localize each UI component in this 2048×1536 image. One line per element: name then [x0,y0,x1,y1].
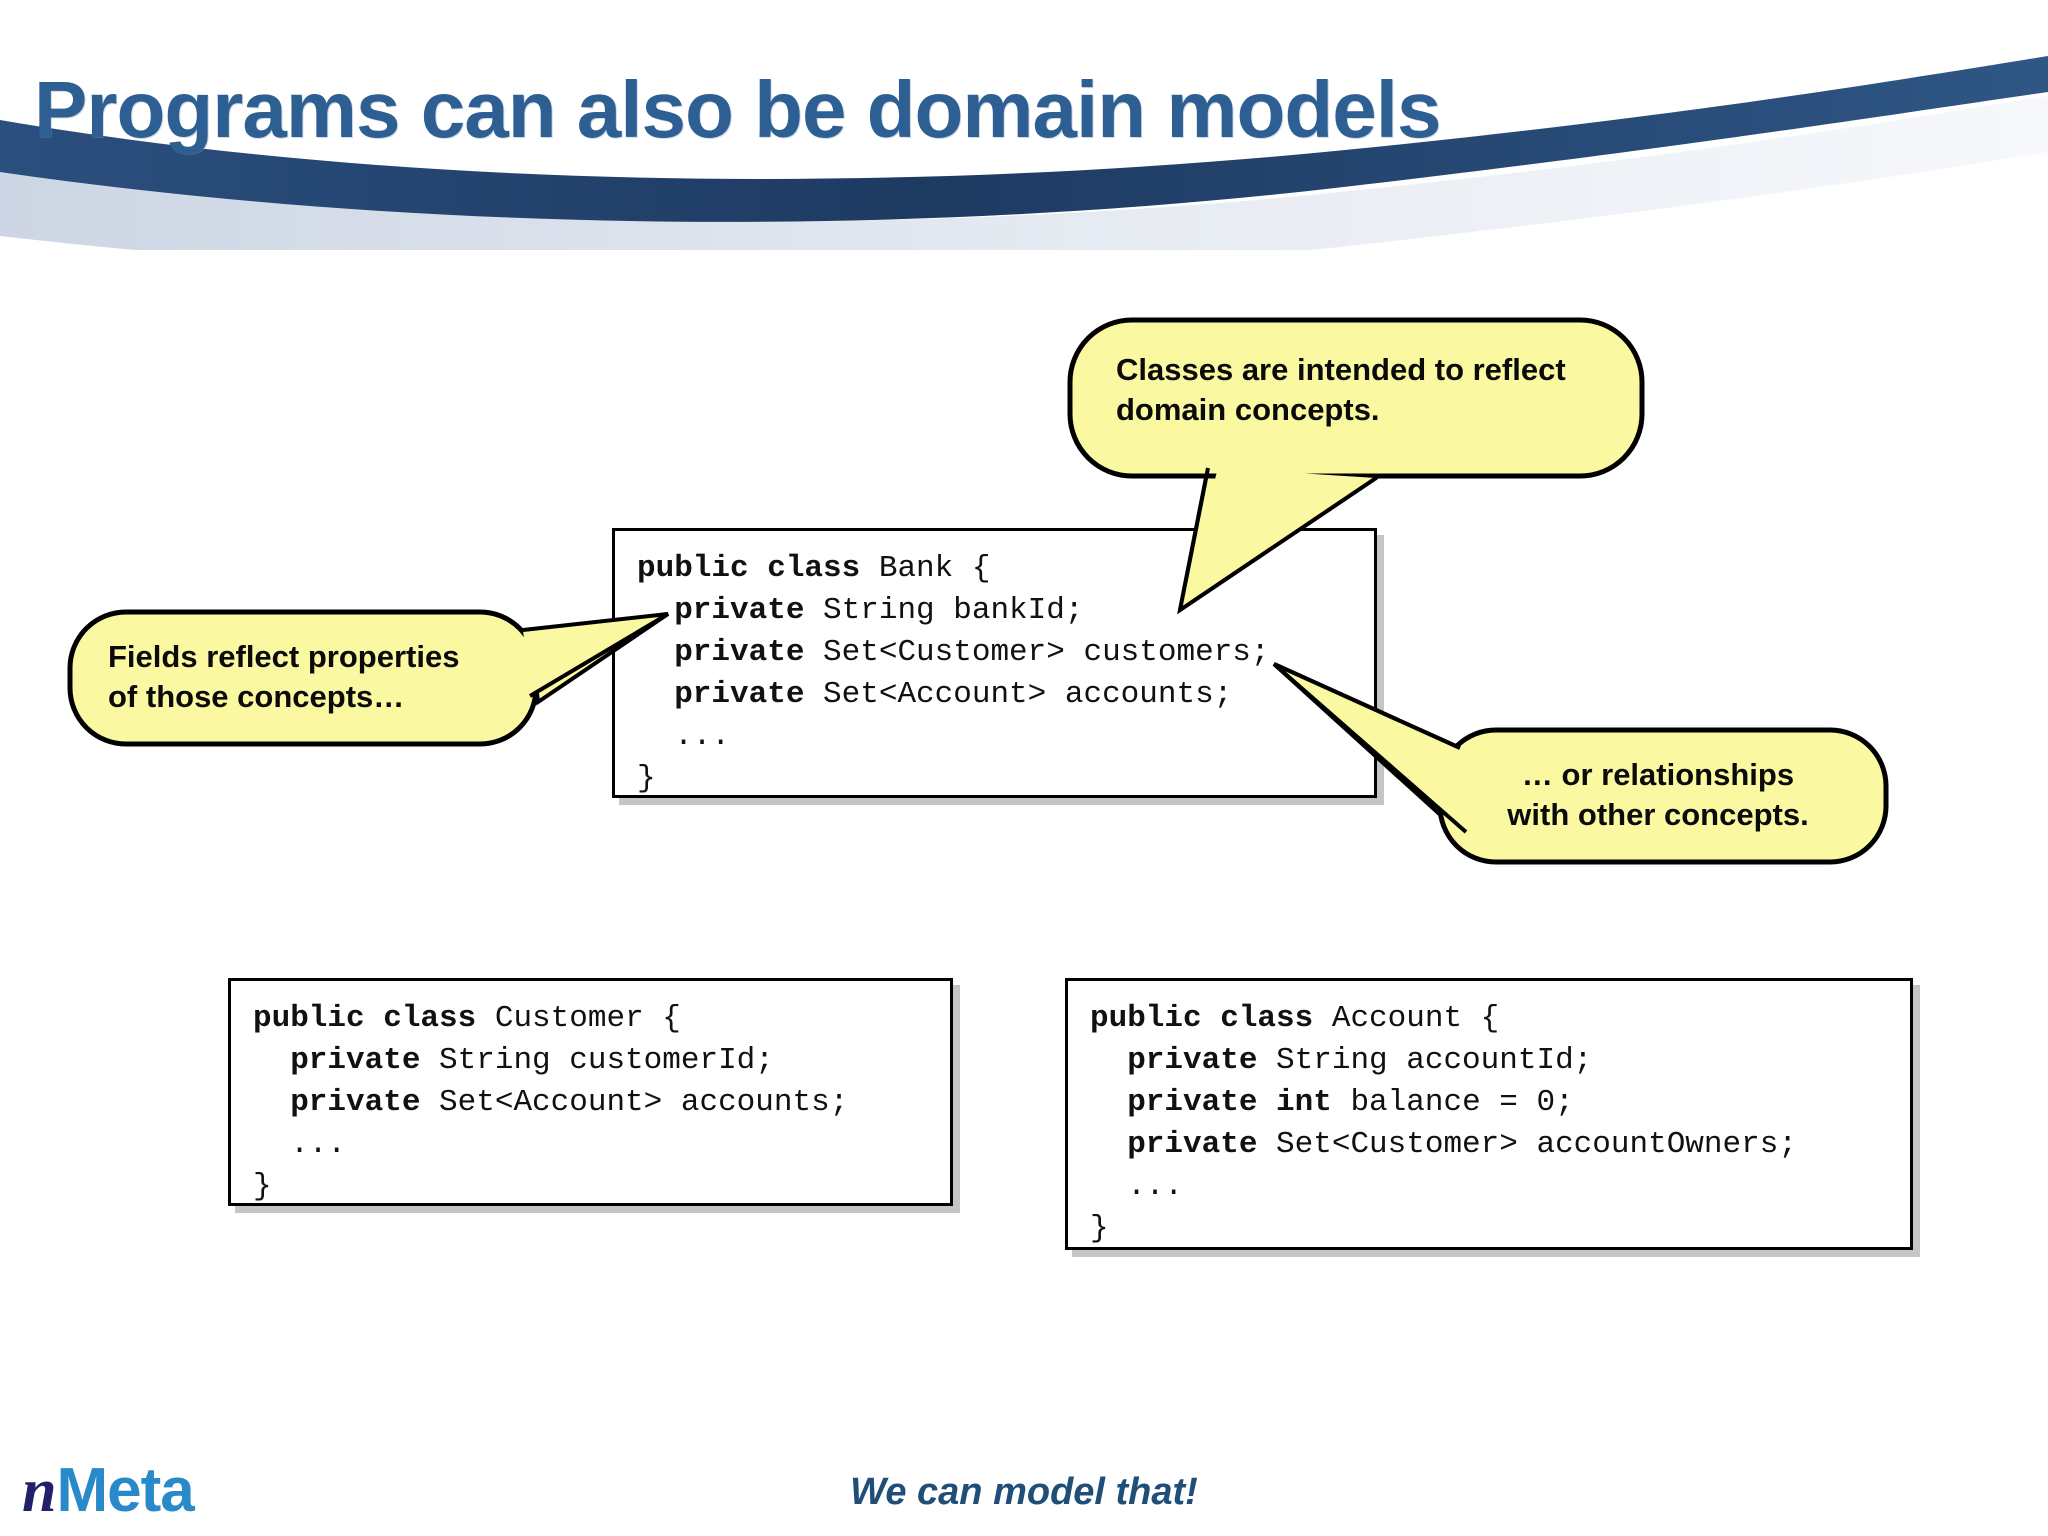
code-line: } [1090,1213,1892,1255]
code-text: String accountId; [1276,1043,1593,1078]
code-keyword: private [637,593,824,628]
code-text: } [637,761,656,796]
callout-relationships-shape [1272,662,1889,865]
code-text: Bank { [878,551,991,586]
code-line: ... [637,721,1356,763]
callout-classes-reflect-domain: Classes are intended to reflect domain c… [1067,317,1688,615]
code-line: private Set<Customer> accountOwners; [1090,1129,1892,1171]
callout-fields-reflect-properties: Fields reflect properties of those conce… [67,609,670,750]
code-line: private String customerId; [253,1045,932,1087]
code-line: ... [253,1129,932,1171]
code-text: Customer { [494,1001,681,1036]
code-text: } [253,1169,272,1204]
code-keyword: private [637,635,824,670]
page-title: Programs can also be domain models [34,64,1441,154]
code-box-bank: public class Bank { private String bankI… [612,528,1377,798]
code-text: String customerId; [439,1043,774,1078]
code-box-customer: public class Customer { private String c… [228,978,953,1206]
callout-classes-label: Classes are intended to reflect domain c… [1116,352,1566,428]
code-text: String bankId; [823,593,1084,628]
code-line: ... [1090,1171,1892,1213]
logo-n-letter: n [22,1457,57,1525]
callout-relationships-label: … or relationships with other concepts. [1507,757,1809,833]
code-line: private Set<Customer> customers; [637,637,1356,679]
code-box-account: public class Account { private String ac… [1065,978,1913,1250]
code-line: private Set<Account> accounts; [637,679,1356,721]
code-line: public class Bank { [637,553,1356,595]
code-keyword: private [637,677,824,712]
nmeta-logo: nMeta [22,1457,195,1525]
code-line: private String bankId; [637,595,1356,637]
code-keyword: private int [1090,1085,1351,1120]
code-line: public class Customer { [253,1003,932,1045]
code-text: Set<Account> accounts; [823,677,1233,712]
footer-tagline: We can model that! [850,1471,1198,1513]
code-text: Set<Account> accounts; [439,1085,849,1120]
code-text: ... [1090,1169,1184,1204]
callout-classes-shape [1067,317,1645,615]
code-keyword: public class [1090,1001,1332,1036]
code-keyword: private [253,1085,440,1120]
code-line: } [253,1171,932,1213]
callout-relationships-other-concepts: … or relationships with other concepts. [1272,662,1889,865]
code-keyword: private [1090,1043,1277,1078]
code-line: private String accountId; [1090,1045,1892,1087]
code-line: private int balance = 0; [1090,1087,1892,1129]
code-line: public class Account { [1090,1003,1892,1045]
logo-meta-word: Meta [56,1456,194,1525]
code-keyword: private [253,1043,440,1078]
code-keyword: public class [253,1001,495,1036]
callout-fields-shape [67,609,670,747]
callout-fields-label: Fields reflect properties of those conce… [108,639,460,715]
code-text: Set<Customer> accountOwners; [1276,1127,1797,1162]
code-text: } [1090,1211,1109,1246]
code-text: ... [253,1127,347,1162]
code-text: Account { [1331,1001,1500,1036]
code-line: private Set<Account> accounts; [253,1087,932,1129]
code-text: balance = 0; [1350,1085,1574,1120]
code-text: ... [637,719,731,754]
code-keyword: public class [637,551,879,586]
code-line: } [637,763,1356,805]
code-keyword: private [1090,1127,1277,1162]
code-text: Set<Customer> customers; [823,635,1270,670]
